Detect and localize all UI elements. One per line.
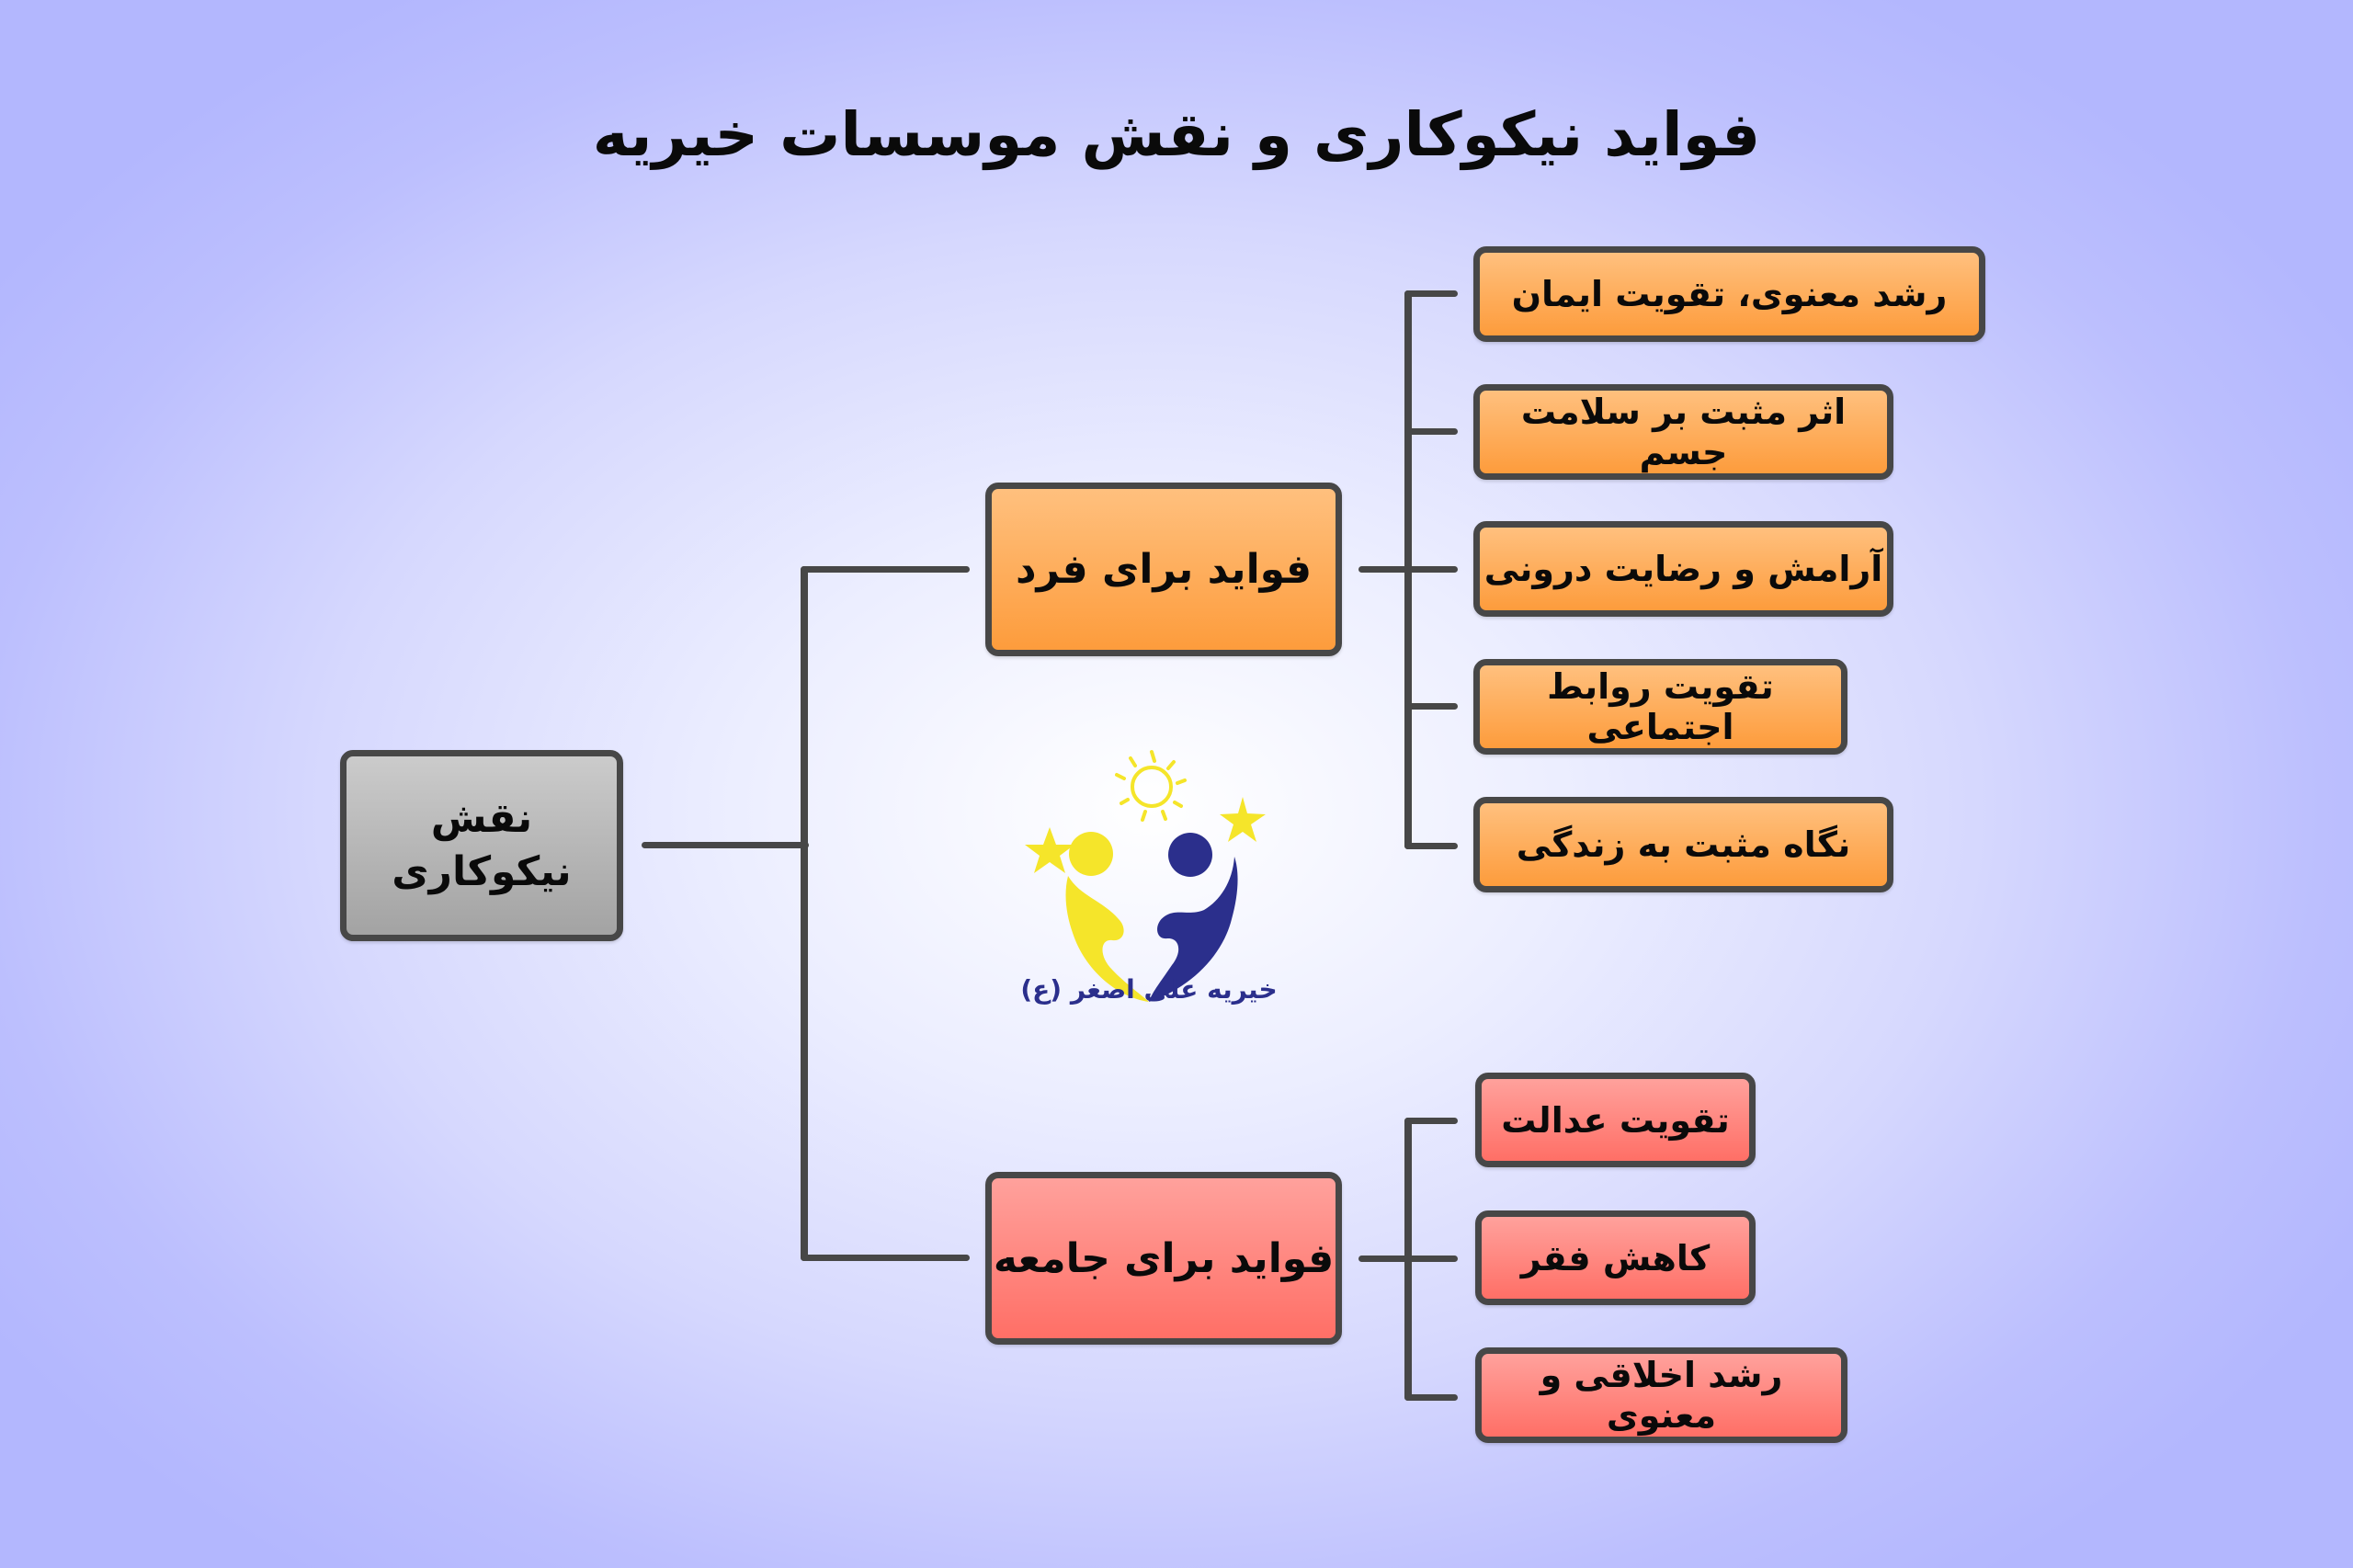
root-node-label: نقش نیکوکاری — [392, 795, 572, 895]
leaf-node-society: کاهش فقر — [1475, 1210, 1756, 1305]
branch-node-individual: فواید برای فرد — [985, 483, 1342, 656]
connector-individual-trunk — [1404, 290, 1412, 849]
diagram-title: فواید نیکوکاری و نقش موسسات خیریه — [592, 99, 1761, 170]
leaf-node-society: رشد اخلاقی و معنوی — [1475, 1347, 1847, 1443]
leaf-node-individual: آرامش و رضایت درونی — [1473, 521, 1893, 617]
leaf-label: رشد اخلاقی و معنوی — [1540, 1355, 1783, 1436]
branch-label: فواید برای جامعه — [993, 1234, 1335, 1282]
leaf-node-individual: اثر مثبت بر سلامت جسم — [1473, 384, 1893, 480]
leaf-node-individual: تقویت روابط اجتماعی — [1473, 659, 1847, 755]
leaf-node-individual: نگاه مثبت به زندگی — [1473, 797, 1893, 892]
connector-trunk — [801, 566, 808, 1261]
leaf-label: تقویت عدالت — [1501, 1099, 1730, 1141]
leaf-label: اثر مثبت بر سلامت جسم — [1520, 392, 1847, 472]
charity-logo-icon — [1025, 750, 1266, 1002]
branch-node-society: فواید برای جامعه — [985, 1172, 1342, 1345]
connector-society-trunk — [1404, 1118, 1412, 1401]
connector-leaf-stub — [1404, 1394, 1458, 1401]
connector-leaf-stub — [1404, 1118, 1458, 1124]
connector-branch-society — [801, 1255, 970, 1261]
connector-root — [642, 842, 809, 848]
connector-leaf-stub — [1404, 290, 1458, 297]
connector-branch-individual — [801, 566, 970, 573]
branch-label: فواید برای فرد — [1015, 546, 1313, 593]
leaf-label: آرامش و رضایت درونی — [1483, 549, 1883, 589]
leaf-node-individual: رشد معنوی، تقویت ایمان — [1473, 246, 1985, 342]
leaf-label: نگاه مثبت به زندگی — [1516, 824, 1851, 865]
connector-leaf-stub — [1404, 843, 1458, 849]
leaf-node-society: تقویت عدالت — [1475, 1073, 1756, 1167]
root-node: نقش نیکوکاری — [340, 750, 623, 941]
leaf-label: کاهش فقر — [1520, 1237, 1711, 1278]
connector-leaf-stub — [1404, 428, 1458, 435]
logo-text: خیریه علی اصغر (ع) — [1020, 974, 1278, 1005]
leaf-label: رشد معنوی، تقویت ایمان — [1511, 274, 1948, 314]
leaf-label: تقویت روابط اجتماعی — [1547, 666, 1774, 747]
connector-leaf-stub — [1404, 703, 1458, 710]
